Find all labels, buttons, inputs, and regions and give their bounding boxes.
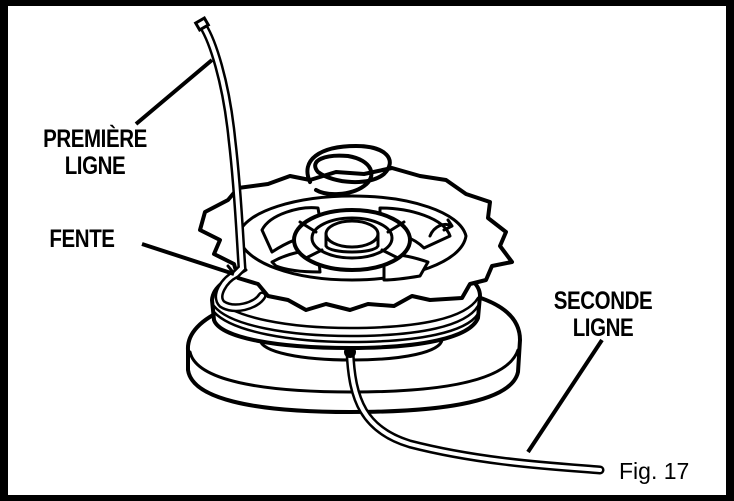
figure-number: Fig. 17 [619, 458, 690, 484]
label-first-line: PREMIÈRE LIGNE [34, 126, 157, 180]
leader-first-line [134, 58, 214, 126]
spool-hub-core [324, 219, 380, 249]
direction-arrow-icon [428, 218, 454, 238]
leader-second-line [526, 338, 604, 454]
label-first-line-1: PREMIÈRE [43, 125, 147, 153]
label-first-line-2: LIGNE [64, 152, 126, 180]
label-second-line-1: SECONDE [553, 287, 653, 315]
second-line-wire-core [348, 350, 602, 472]
spring [305, 144, 392, 197]
label-slot: FENTE [33, 226, 131, 253]
label-slot-text: FENTE [49, 225, 115, 253]
label-second-line: SECONDE LIGNE [542, 288, 665, 342]
leader-slot [141, 242, 235, 276]
first-line-wire-core [201, 24, 264, 310]
label-second-line-2: LIGNE [572, 314, 634, 342]
